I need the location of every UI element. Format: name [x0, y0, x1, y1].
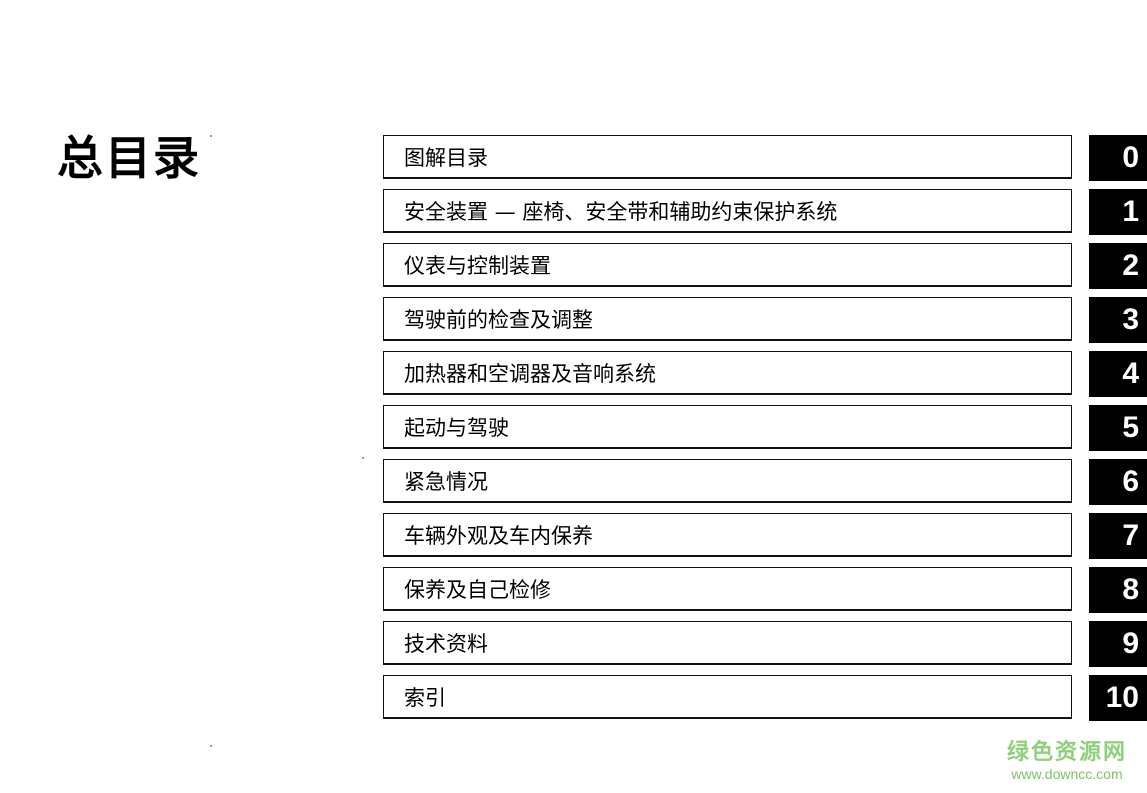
watermark: 绿色资源网 www.downcc.com	[1007, 740, 1127, 782]
toc-row-7: 车辆外观及车内保养 7	[383, 513, 1147, 559]
chapter-tab[interactable]: 7	[1089, 513, 1147, 559]
toc-item-label: 图解目录	[404, 145, 488, 170]
scan-speck	[210, 135, 212, 137]
toc-item-label: 紧急情况	[404, 469, 488, 494]
toc-item-link[interactable]: 车辆外观及车内保养	[383, 513, 1072, 557]
toc-row-5: 起动与驾驶 5	[383, 405, 1147, 451]
toc-item-label: 起动与驾驶	[404, 415, 509, 440]
toc-item-link[interactable]: 保养及自己检修	[383, 567, 1072, 611]
toc-item-link[interactable]: 技术资料	[383, 621, 1072, 665]
chapter-tab[interactable]: 0	[1089, 135, 1147, 181]
toc-row-6: 紧急情况 6	[383, 459, 1147, 505]
toc-item-link[interactable]: 紧急情况	[383, 459, 1072, 503]
toc-row-4: 加热器和空调器及音响系统 4	[383, 351, 1147, 397]
toc-item-link[interactable]: 图解目录	[383, 135, 1072, 179]
chapter-tab[interactable]: 9	[1089, 621, 1147, 667]
watermark-title: 绿色资源网	[1006, 740, 1127, 765]
toc-item-link[interactable]: 起动与驾驶	[383, 405, 1072, 449]
toc-item-link[interactable]: 索引	[383, 675, 1072, 719]
toc-item-label: 安全装置 — 座椅、安全带和辅助约束保护系统	[404, 199, 838, 224]
toc-item-label: 加热器和空调器及音响系统	[404, 361, 656, 386]
toc-item-link[interactable]: 驾驶前的检查及调整	[383, 297, 1072, 341]
toc-row-0: 图解目录 0	[383, 135, 1147, 181]
toc-item-link[interactable]: 仪表与控制装置	[383, 243, 1072, 287]
toc-item-link[interactable]: 加热器和空调器及音响系统	[383, 351, 1072, 395]
toc-row-9: 技术资料 9	[383, 621, 1147, 667]
toc-item-label: 车辆外观及车内保养	[404, 523, 593, 548]
chapter-tab[interactable]: 10	[1089, 675, 1147, 721]
toc-row-3: 驾驶前的检查及调整 3	[383, 297, 1147, 343]
toc-row-2: 仪表与控制装置 2	[383, 243, 1147, 289]
toc-row-10: 索引 10	[383, 675, 1147, 721]
chapter-tab[interactable]: 5	[1089, 405, 1147, 451]
chapter-tab[interactable]: 2	[1089, 243, 1147, 289]
toc-item-label: 保养及自己检修	[404, 577, 551, 602]
toc-item-label: 索引	[404, 685, 446, 710]
table-of-contents: 图解目录 0 安全装置 — 座椅、安全带和辅助约束保护系统 1 仪表与控制装置 …	[383, 135, 1147, 729]
scan-speck	[210, 745, 212, 747]
chapter-tab[interactable]: 3	[1089, 297, 1147, 343]
page-title: 总目录	[57, 131, 201, 185]
scan-speck	[362, 457, 364, 459]
chapter-tab[interactable]: 1	[1089, 189, 1147, 235]
chapter-tab[interactable]: 4	[1089, 351, 1147, 397]
watermark-url: www.downcc.com	[1011, 766, 1123, 782]
toc-row-8: 保养及自己检修 8	[383, 567, 1147, 613]
chapter-tab[interactable]: 6	[1089, 459, 1147, 505]
toc-row-1: 安全装置 — 座椅、安全带和辅助约束保护系统 1	[383, 189, 1147, 235]
toc-item-label: 仪表与控制装置	[404, 253, 551, 278]
toc-item-link[interactable]: 安全装置 — 座椅、安全带和辅助约束保护系统	[383, 189, 1072, 233]
chapter-tab[interactable]: 8	[1089, 567, 1147, 613]
toc-item-label: 驾驶前的检查及调整	[404, 307, 593, 332]
toc-item-label: 技术资料	[404, 631, 488, 656]
